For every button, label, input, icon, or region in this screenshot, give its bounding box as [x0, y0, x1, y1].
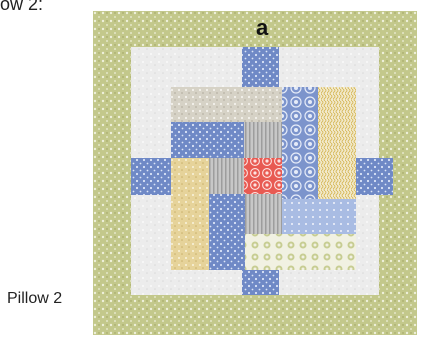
center-strip-11 — [282, 199, 356, 234]
right-arm-block — [356, 158, 393, 195]
heading-cropped: ow 2: — [0, 0, 43, 15]
center-strip-3 — [318, 87, 356, 199]
center-strip-9 — [209, 194, 245, 270]
center-strip-7 — [209, 158, 244, 194]
center-strip-1 — [171, 87, 282, 122]
center-strip-12 — [245, 234, 356, 270]
marker-label: a — [256, 17, 268, 39]
center-strip-10 — [245, 194, 282, 234]
center-strip-8 — [244, 158, 282, 194]
pillow-quilt-image — [93, 11, 417, 335]
center-strip-5 — [244, 122, 282, 158]
center-strip-6 — [171, 158, 209, 270]
left-arm-block — [131, 158, 171, 195]
center-strip-4 — [171, 122, 244, 158]
top-arm-block — [242, 47, 279, 87]
pillow-caption: Pillow 2 — [7, 290, 62, 308]
center-strip-2 — [282, 87, 318, 199]
